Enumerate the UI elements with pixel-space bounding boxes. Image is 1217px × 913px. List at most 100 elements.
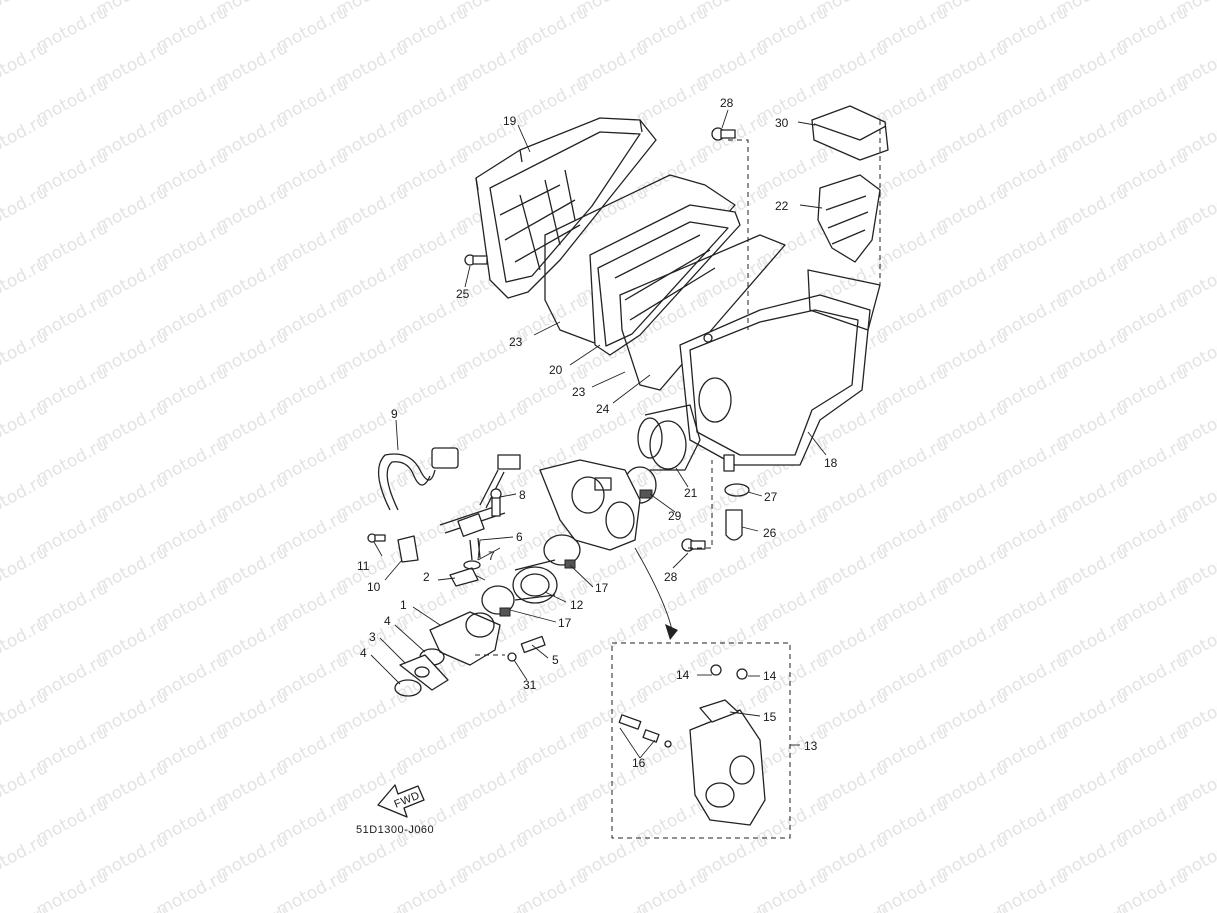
watermark-text: motod.ru xyxy=(213,902,291,913)
intake-duct-22[interactable] xyxy=(817,174,881,263)
clip-27[interactable] xyxy=(724,483,750,497)
callout-4-upper[interactable]: 4 xyxy=(384,614,391,628)
callout-25[interactable]: 25 xyxy=(456,287,470,301)
callout-17-upper[interactable]: 17 xyxy=(595,581,609,595)
inset-arrowhead xyxy=(665,624,678,640)
callout-7[interactable]: 7 xyxy=(488,549,495,563)
callout-19[interactable]: 19 xyxy=(503,114,517,128)
screw-11[interactable] xyxy=(367,533,386,543)
bolt-8[interactable] xyxy=(490,488,502,517)
fwd-arrow: FWD xyxy=(377,784,425,818)
watermark-text: motod.ru xyxy=(0,758,51,812)
callout-4-lower[interactable]: 4 xyxy=(360,646,367,660)
callout-10[interactable]: 10 xyxy=(367,580,381,594)
watermark-text: motod.ru xyxy=(0,38,51,92)
callout-12[interactable]: 12 xyxy=(570,598,584,612)
callout-11[interactable]: 11 xyxy=(357,559,370,573)
callout-17-lower[interactable]: 17 xyxy=(558,616,572,630)
callout-2[interactable]: 2 xyxy=(423,570,430,584)
watermark-text: motod.ru xyxy=(0,614,51,668)
callout-22[interactable]: 22 xyxy=(775,199,789,213)
callout-15[interactable]: 15 xyxy=(763,710,777,724)
watermark-text: motod.ru xyxy=(453,902,531,913)
callout-18[interactable]: 18 xyxy=(824,456,838,470)
callout-30[interactable]: 30 xyxy=(775,116,789,130)
callout-9[interactable]: 9 xyxy=(391,407,398,421)
alignment-lines xyxy=(475,120,881,656)
drain-plug-26[interactable] xyxy=(725,509,743,541)
air-filter-cover[interactable] xyxy=(475,117,657,299)
callout-28-upper[interactable]: 28 xyxy=(720,96,734,110)
callout-27[interactable]: 27 xyxy=(764,490,778,504)
sensor-10[interactable] xyxy=(397,535,419,563)
callout-14-left[interactable]: 14 xyxy=(676,668,690,682)
callout-6[interactable]: 6 xyxy=(516,530,523,544)
clamp-17-lower[interactable] xyxy=(481,585,515,617)
watermark-text: motod.ru xyxy=(0,470,51,524)
callout-labels: 19 28 30 22 25 23 20 23 24 18 21 27 26 2… xyxy=(356,96,838,836)
insulator-2[interactable] xyxy=(449,567,479,587)
watermark-text: motod.ru xyxy=(393,866,471,913)
callout-29[interactable]: 29 xyxy=(668,509,682,523)
callout-26[interactable]: 26 xyxy=(763,526,777,540)
diagram-code: 51D1300-J060 xyxy=(356,824,434,836)
watermark-text: motod.ru xyxy=(1173,902,1217,913)
watermark-text: motod.ru xyxy=(1113,866,1191,913)
watermark-text: motod.ru xyxy=(0,254,51,308)
watermark-text: motod.ru xyxy=(0,686,51,740)
watermark-text: motod.ru xyxy=(933,902,1011,913)
watermark-text: motod.ru xyxy=(873,866,951,913)
callout-23-lower[interactable]: 23 xyxy=(572,385,586,399)
callout-16[interactable]: 16 xyxy=(632,756,646,770)
clamp-17-upper[interactable] xyxy=(543,534,581,569)
cap-30[interactable] xyxy=(811,105,889,161)
watermark-text: motod.ru xyxy=(0,0,51,20)
watermark-text: motod.ru xyxy=(813,902,891,913)
watermark-text: motod.ru xyxy=(0,326,51,380)
callout-23-upper[interactable]: 23 xyxy=(509,335,523,349)
callout-13[interactable]: 13 xyxy=(804,739,818,753)
callout-28-lower[interactable]: 28 xyxy=(664,570,678,584)
watermark-text: motod.ru xyxy=(0,398,51,452)
o-ring-4-lower[interactable] xyxy=(394,679,422,697)
callout-24[interactable]: 24 xyxy=(596,402,610,416)
watermark-text: motod.ru xyxy=(633,866,711,913)
watermark-text: motod.ru xyxy=(273,866,351,913)
joint-12[interactable] xyxy=(512,559,558,604)
callout-21[interactable]: 21 xyxy=(684,486,698,500)
throttle-body-assy-inset xyxy=(611,642,800,839)
leader-lines xyxy=(370,109,827,759)
bolt-28-upper[interactable] xyxy=(711,127,736,141)
watermark-text: motod.ru xyxy=(33,866,111,913)
air-filter-case[interactable] xyxy=(679,269,881,472)
watermark-text: motod.ru xyxy=(0,110,51,164)
joint-6[interactable] xyxy=(439,454,521,561)
callout-5[interactable]: 5 xyxy=(552,653,559,667)
hose-9[interactable] xyxy=(378,447,459,511)
callout-20[interactable]: 20 xyxy=(549,363,563,377)
screw-25[interactable] xyxy=(464,254,488,266)
bolt-5[interactable] xyxy=(520,635,546,654)
gasket-3[interactable] xyxy=(399,654,449,691)
joint-21[interactable] xyxy=(637,404,701,471)
inset-arrow xyxy=(634,547,673,631)
bolt-28-lower[interactable] xyxy=(681,538,706,552)
watermark-text: motod.ru xyxy=(0,542,51,596)
o-ring-7[interactable] xyxy=(463,560,481,570)
callout-14-right[interactable]: 14 xyxy=(763,669,777,683)
watermark-text: motod.ru xyxy=(0,182,51,236)
watermark-text: motod.ru xyxy=(1053,902,1131,913)
throttle-body[interactable] xyxy=(539,459,641,551)
intake-manifold-1[interactable] xyxy=(429,611,501,666)
washer-31[interactable] xyxy=(507,652,517,662)
watermark-text: motod.ru xyxy=(693,902,771,913)
callout-3[interactable]: 3 xyxy=(369,630,376,644)
watermark-text: motod.ru xyxy=(93,902,171,913)
watermark-text: motod.ru xyxy=(573,902,651,913)
callout-8[interactable]: 8 xyxy=(519,488,526,502)
watermark-text: motod.ru xyxy=(753,866,831,913)
watermark-text: motod.ru xyxy=(153,866,231,913)
callout-1[interactable]: 1 xyxy=(400,598,407,612)
callout-31[interactable]: 31 xyxy=(523,678,537,692)
